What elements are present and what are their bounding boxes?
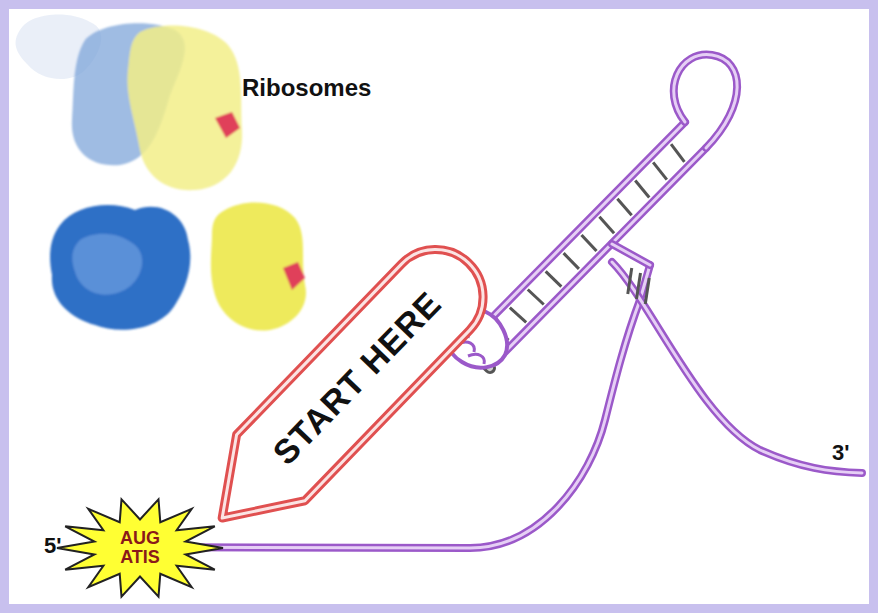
base-pair <box>635 181 649 198</box>
base-pair <box>546 271 562 286</box>
base-pair <box>528 290 544 305</box>
base-pair <box>564 253 579 269</box>
ribosome-large-subunit <box>50 205 190 330</box>
strand-end-label: 5' <box>44 533 61 559</box>
base-pair <box>599 217 614 233</box>
base-pairs <box>492 144 685 340</box>
part-label: Ribosomes <box>242 74 371 102</box>
base-pair <box>653 162 667 179</box>
base-pair <box>628 268 632 294</box>
base-pair <box>671 144 684 162</box>
strand-end-label: 3' <box>832 440 849 466</box>
ribosome-assembled <box>72 23 242 190</box>
base-pair <box>510 308 526 323</box>
base-pair <box>582 235 597 251</box>
base-pair <box>645 278 649 304</box>
ribosome-small-subunit <box>211 202 306 330</box>
base-pair <box>637 273 641 299</box>
base-pair <box>617 199 631 216</box>
start-codon-burst: AUG ATIS <box>55 496 225 600</box>
codon-text: AUG ATIS <box>120 529 160 567</box>
